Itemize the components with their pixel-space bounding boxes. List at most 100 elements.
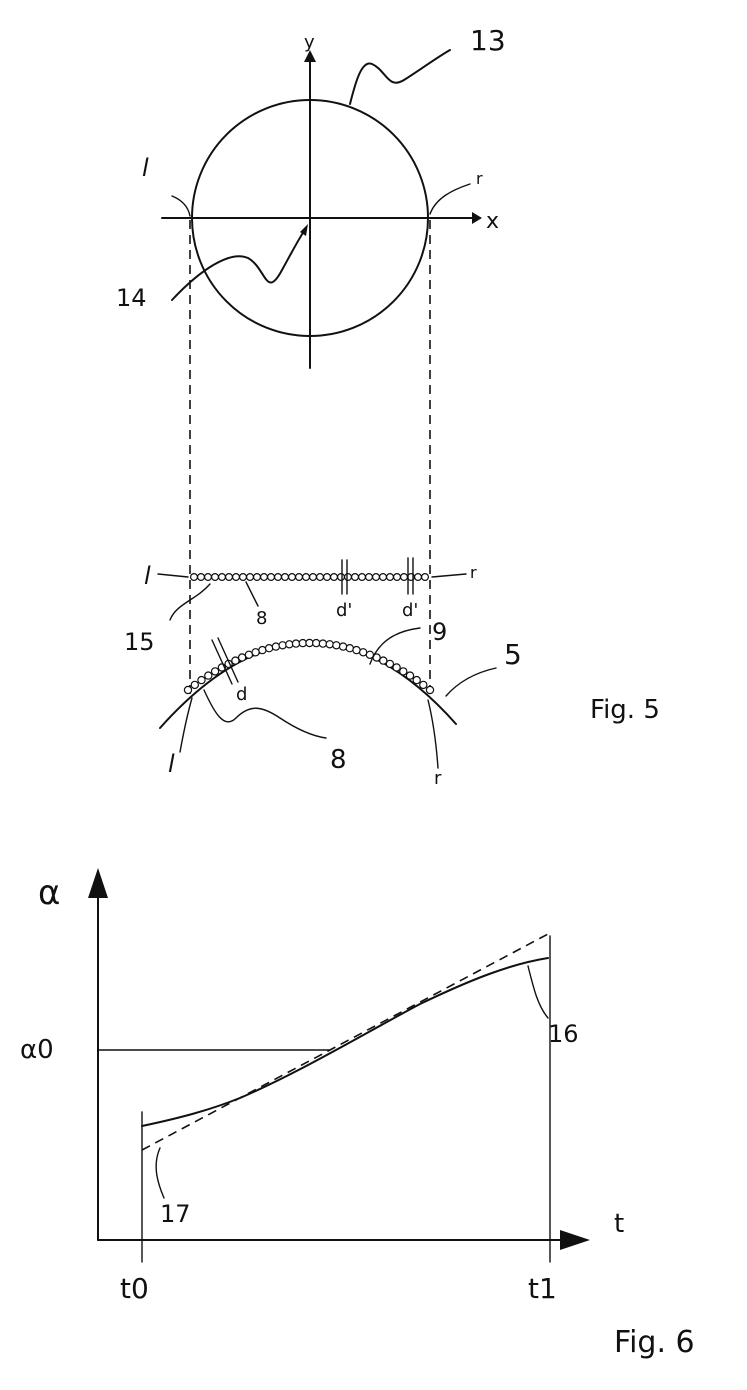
bead: [421, 572, 430, 581]
y-axis-label: y: [304, 32, 315, 53]
leader-16: [527, 965, 549, 1019]
label-d-prime-2: d': [402, 600, 418, 621]
bead: [281, 572, 290, 581]
leader-l-circle: [171, 195, 191, 217]
label-r-circle: r: [476, 169, 483, 188]
curve-16: [141, 957, 549, 1127]
ref-8-bottom: 8: [330, 745, 347, 775]
figure-5: x y 13 14 l r l r d' d': [116, 24, 660, 789]
bead: [372, 572, 381, 581]
bead: [204, 572, 213, 581]
y-axis-arrow: [304, 50, 316, 62]
ref-8-top: 8: [256, 608, 267, 629]
bead: [385, 659, 395, 669]
leader-r-arc: [427, 699, 439, 769]
leader-14: [171, 227, 307, 301]
bead: [291, 639, 301, 648]
bead: [251, 648, 260, 657]
bead: [405, 671, 415, 680]
label-l-circle: l: [142, 154, 149, 182]
leader-13: [349, 49, 451, 105]
bead: [295, 572, 304, 581]
bead: [332, 641, 341, 650]
bead: [412, 675, 421, 685]
alpha0-label: α0: [20, 1035, 54, 1065]
bead: [267, 572, 276, 581]
bead: [344, 572, 353, 581]
bead: [225, 572, 234, 581]
leader-9: [369, 627, 421, 665]
bead: [264, 644, 274, 653]
bead: [399, 667, 408, 676]
fig5-caption: Fig. 5: [590, 695, 660, 725]
x-axis-label: x: [486, 209, 499, 234]
leader-r-circle: [429, 183, 471, 215]
distance-ticks-2: [407, 557, 414, 595]
bead: [419, 680, 428, 690]
ref-13: 13: [470, 24, 506, 57]
distance-ticks-1: [341, 559, 348, 595]
bead: [379, 572, 388, 581]
ref-16: 16: [548, 1020, 579, 1048]
bead: [379, 656, 388, 665]
bead: [318, 639, 328, 648]
center-arrow: [300, 224, 308, 236]
fig6-x-label: t: [614, 1209, 624, 1239]
distance-ticks-arc: [211, 637, 239, 685]
label-d-arc: d: [236, 684, 247, 705]
fig6-x-arrow: [560, 1230, 590, 1250]
leader-8-top: [245, 581, 259, 607]
bead: [309, 572, 318, 581]
bead: [211, 572, 220, 581]
bead: [316, 572, 325, 581]
leader-l-arc: [179, 697, 193, 753]
bead: [237, 653, 247, 662]
bead-row-curved: [183, 638, 435, 695]
bead: [231, 656, 240, 665]
bead: [323, 572, 332, 581]
leader-l-line: [157, 573, 189, 578]
x-axis-arrow: [472, 212, 482, 224]
bead: [246, 572, 255, 581]
bead: [302, 572, 311, 581]
bead: [393, 572, 402, 581]
ref-14: 14: [116, 284, 147, 312]
bead: [425, 685, 435, 695]
bead: [190, 680, 199, 690]
fig6-y-arrow: [88, 868, 108, 898]
bead: [358, 572, 367, 581]
t1-label: t1: [528, 1272, 557, 1305]
bead: [365, 572, 374, 581]
bead: [210, 667, 220, 676]
bead: [278, 641, 287, 650]
line-17: [141, 933, 549, 1151]
bead: [204, 671, 213, 680]
ref-17: 17: [160, 1200, 191, 1228]
label-r-arc: r: [434, 768, 442, 789]
bead: [239, 572, 248, 581]
bead: [258, 645, 267, 655]
fig6-y-label: α: [38, 873, 60, 913]
bead: [260, 572, 269, 581]
curve-5: [159, 642, 457, 729]
figure-6: α t t0 t1 α0 16 17 Fig. 6: [20, 868, 695, 1360]
bead: [218, 572, 227, 581]
bead: [288, 572, 297, 581]
label-l-line: l: [144, 562, 151, 590]
bead: [338, 642, 348, 651]
bead: [400, 572, 409, 581]
bead: [197, 675, 206, 685]
t0-label: t0: [120, 1272, 149, 1305]
bead-row-straight: [190, 572, 430, 581]
bead: [274, 572, 283, 581]
bead: [232, 572, 241, 581]
bead: [337, 572, 346, 581]
bead: [183, 685, 193, 695]
label-d-prime-1: d': [336, 600, 352, 621]
bead: [414, 572, 423, 581]
label-r-line: r: [470, 563, 477, 582]
bead: [325, 640, 334, 649]
bead: [253, 572, 262, 581]
bead: [345, 644, 354, 653]
bead: [197, 572, 206, 581]
